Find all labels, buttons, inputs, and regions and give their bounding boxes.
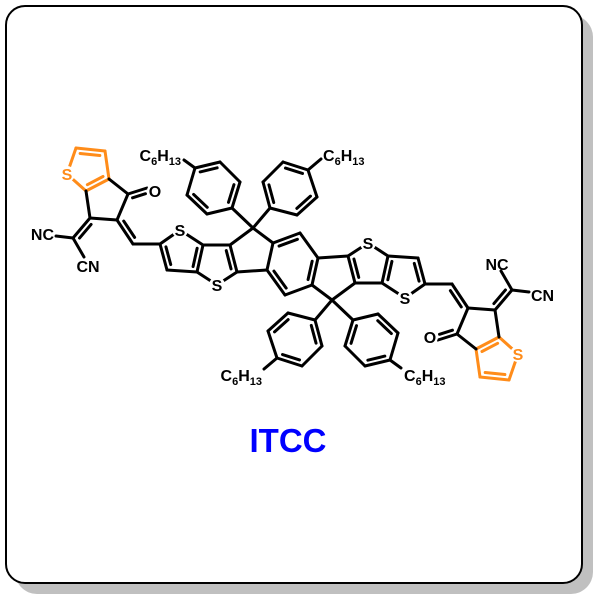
double-bond-line	[122, 219, 137, 239]
bond	[103, 149, 111, 181]
atom-sulfur: S	[363, 236, 374, 253]
bond	[261, 160, 285, 184]
double-bond-line	[267, 183, 276, 205]
bond	[185, 166, 197, 197]
bond	[235, 268, 269, 274]
bond	[71, 216, 92, 240]
double-bond-line	[191, 246, 199, 269]
bond	[88, 216, 119, 222]
hexyl-label: C6H13	[323, 148, 365, 168]
molecule-half	[54, 146, 323, 287]
bond	[265, 268, 287, 297]
bond	[261, 180, 272, 210]
bond	[306, 168, 319, 199]
bond	[298, 231, 320, 260]
bond	[230, 180, 242, 210]
double-bond-line	[227, 183, 236, 204]
nitrile-label: NC	[485, 257, 509, 274]
bond	[195, 243, 205, 274]
bond	[283, 283, 314, 297]
double-bond-line	[295, 194, 312, 210]
bond	[126, 186, 149, 196]
bond	[71, 236, 86, 259]
bond	[158, 242, 169, 272]
double-bond-line	[131, 192, 147, 200]
bond	[115, 192, 130, 222]
molecule-card	[5, 5, 583, 584]
double-bond-line	[78, 222, 93, 240]
bond	[74, 146, 107, 153]
bond	[306, 157, 323, 172]
nitrile-label: CN	[531, 288, 554, 305]
molecule-name: ITCC	[250, 422, 327, 459]
double-bond-line	[78, 151, 102, 157]
double-bond-line	[164, 245, 173, 267]
bond	[228, 226, 255, 247]
bond	[205, 206, 234, 216]
atom-sulfur: S	[212, 278, 223, 295]
atom-labels: S O NC CN S S S O CN NC S S C6H13 C6H13 …	[31, 148, 554, 388]
bond	[165, 268, 199, 274]
bond	[193, 160, 222, 170]
bond	[310, 256, 320, 287]
bond	[251, 226, 275, 245]
bond	[84, 177, 111, 193]
bond	[271, 231, 302, 245]
bond	[281, 160, 310, 172]
bond	[185, 193, 209, 216]
nitrile-label: CN	[76, 259, 99, 276]
double-bond-line	[192, 192, 209, 209]
hexyl-label: C6H13	[221, 368, 263, 388]
double-bond-line	[85, 174, 105, 187]
bond	[295, 195, 319, 217]
bond	[182, 158, 197, 170]
bond	[251, 206, 272, 230]
central-benzene	[265, 231, 320, 297]
atom-sulfur: S	[513, 347, 524, 364]
bond	[115, 218, 135, 246]
atom-sulfur: S	[175, 223, 186, 240]
double-bond-line	[272, 269, 288, 290]
bond	[265, 241, 275, 272]
double-bond-line	[277, 237, 299, 248]
nitrile-label: NC	[31, 227, 55, 244]
bond	[218, 160, 242, 184]
bond	[107, 177, 130, 196]
double-bond-line	[283, 166, 304, 175]
atom-sulfur: S	[400, 291, 411, 308]
bond	[228, 243, 239, 274]
bond	[84, 189, 92, 220]
hexyl-label: C6H13	[404, 368, 446, 388]
atom-oxygen: O	[424, 330, 436, 347]
atom-oxygen: O	[149, 184, 161, 201]
bond	[268, 206, 299, 217]
bond	[54, 234, 75, 240]
atom-sulfur: S	[62, 167, 73, 184]
double-bond-line	[224, 249, 233, 271]
hexyl-label: C6H13	[140, 148, 182, 168]
double-bond-line	[306, 259, 314, 282]
double-bond-line	[198, 166, 219, 174]
bond	[230, 206, 255, 230]
